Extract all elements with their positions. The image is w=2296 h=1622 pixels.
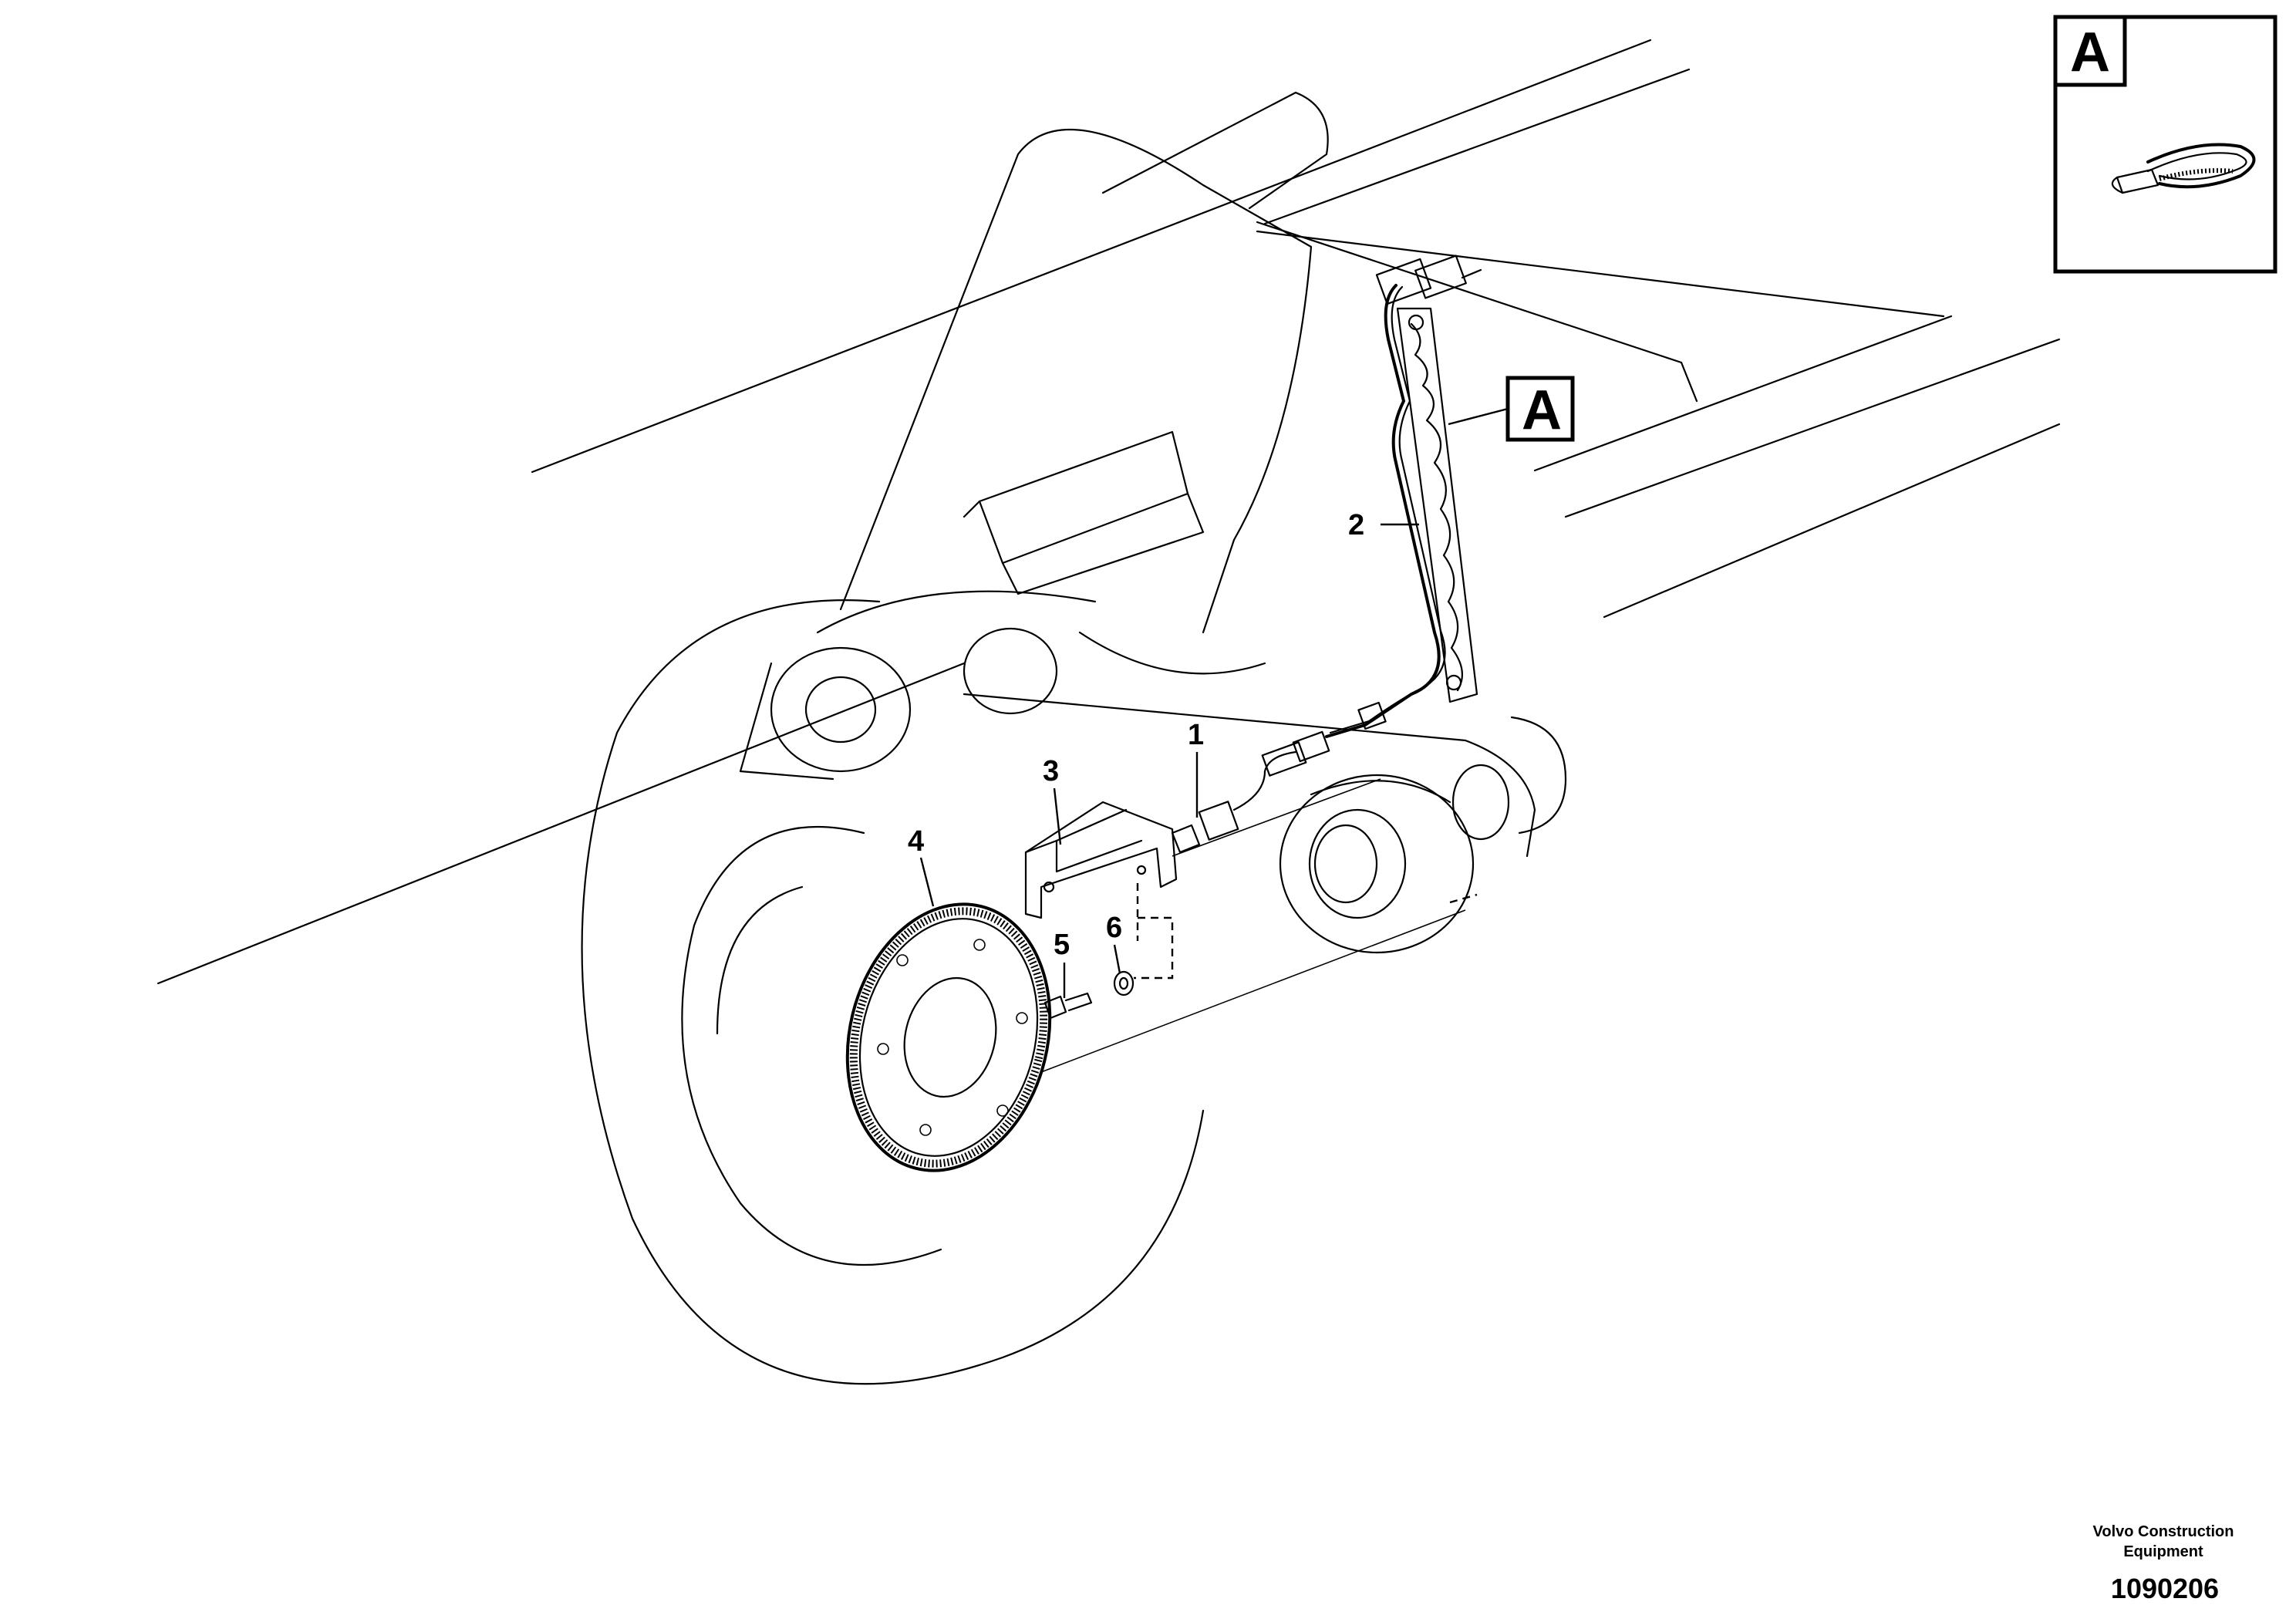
detail-inset: A bbox=[2053, 15, 2277, 274]
callout-4: 4 bbox=[908, 825, 924, 858]
wheel-hub bbox=[1279, 774, 1475, 954]
sensor-bracket bbox=[1024, 801, 1178, 919]
detail-reference-letter: A bbox=[1522, 379, 1562, 441]
bolt bbox=[1043, 992, 1093, 1020]
cable-tie-icon bbox=[2111, 143, 2256, 194]
tone-wheel-bolt-holes bbox=[877, 939, 1028, 1136]
callout-2: 2 bbox=[1348, 509, 1364, 541]
machine-frame bbox=[157, 39, 2061, 985]
callout-5: 5 bbox=[1054, 929, 1070, 961]
tire bbox=[581, 599, 1205, 1385]
hub-guide-dashed bbox=[1449, 893, 1478, 904]
callout-1: 1 bbox=[1188, 719, 1204, 751]
detail-inset-letter: A bbox=[2070, 22, 2110, 83]
brand-line-2: Equipment bbox=[2123, 1543, 2203, 1560]
brand-line-1: Volvo Construction bbox=[2092, 1523, 2234, 1540]
harness-clip-strip bbox=[1396, 307, 1478, 703]
callout-3: 3 bbox=[1043, 755, 1059, 787]
assembly-guide-dashed bbox=[1134, 883, 1174, 980]
callout-labels: 1 2 3 4 5 6 7 bbox=[908, 65, 2189, 961]
assembly-axis-lower bbox=[1040, 909, 1466, 1073]
assembly-axis-upper bbox=[1172, 778, 1381, 857]
brand-caption: Volvo Construction Equipment bbox=[2079, 1522, 2248, 1562]
tone-wheel bbox=[845, 902, 1052, 1172]
washer bbox=[1113, 970, 1135, 996]
document-number: 1090206 bbox=[2110, 1573, 2220, 1604]
speed-sensor bbox=[1171, 750, 1297, 854]
cable-harness bbox=[1261, 255, 1482, 777]
detail-reference-a: A bbox=[1505, 376, 1575, 442]
callout-6: 6 bbox=[1106, 912, 1122, 944]
